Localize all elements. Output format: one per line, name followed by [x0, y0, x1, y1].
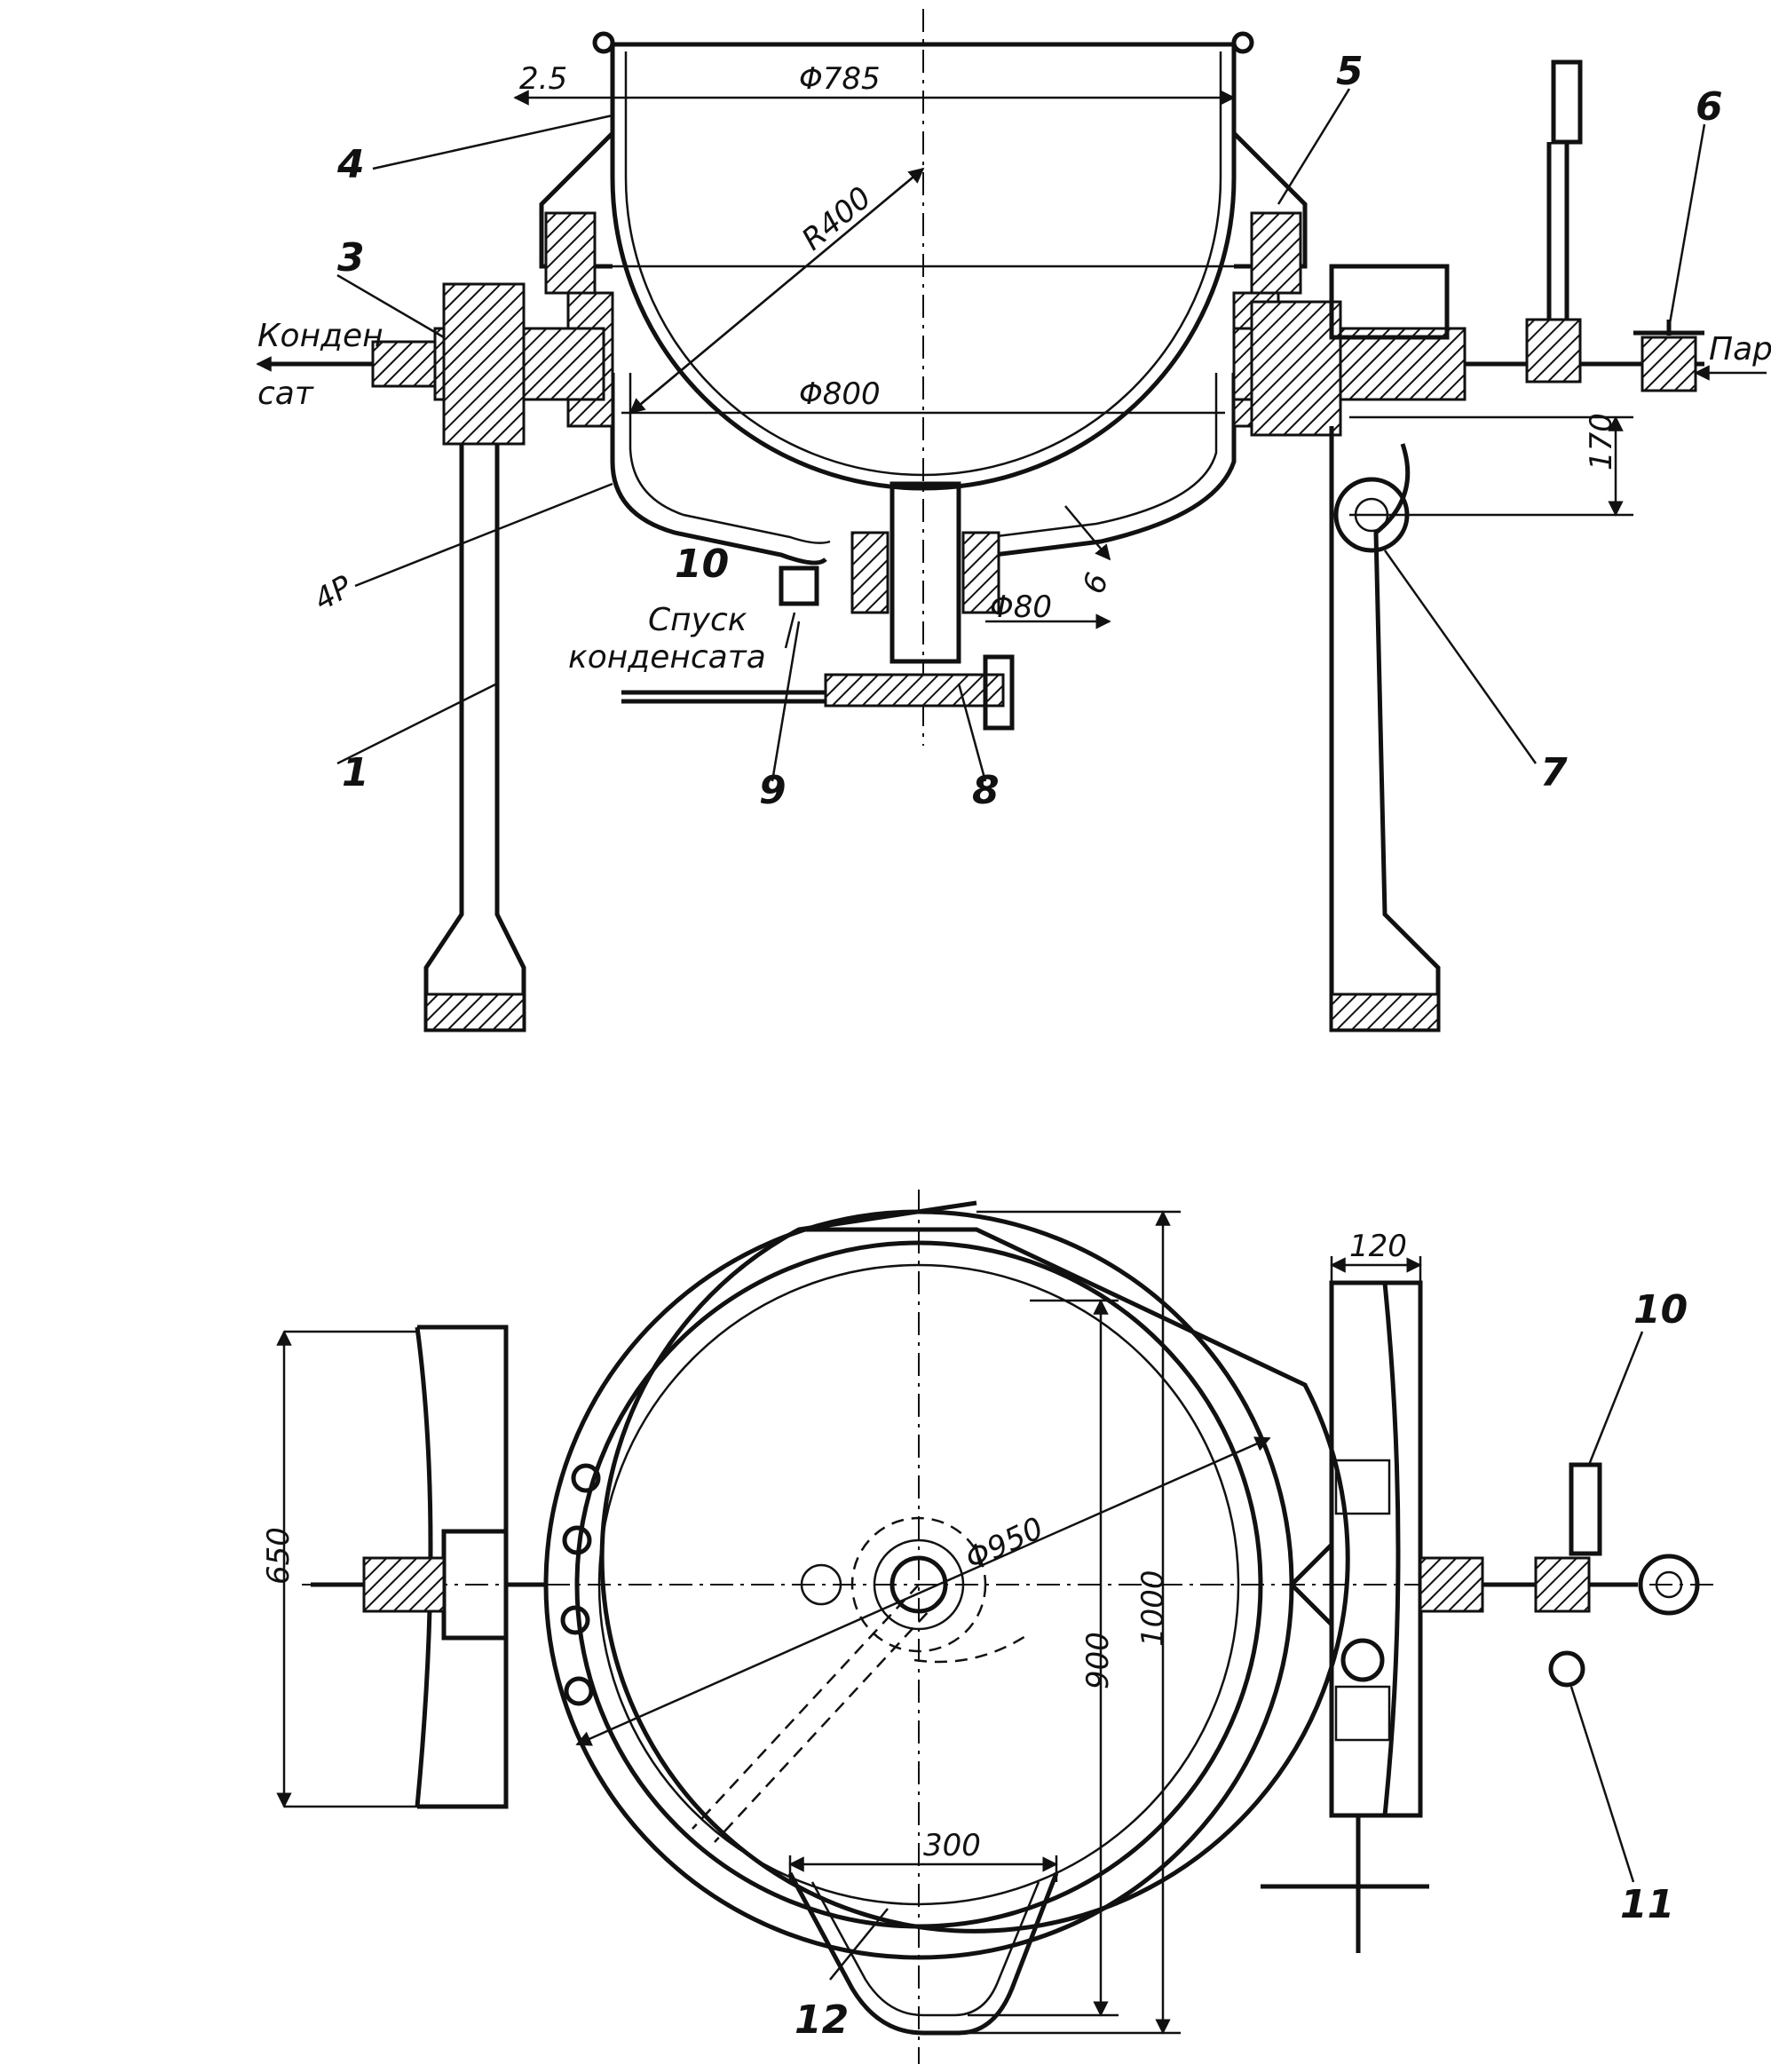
jacket-diameter-label: Φ800 — [799, 376, 881, 412]
callout-1: 1 — [342, 750, 369, 795]
callout-9: 9 — [759, 768, 787, 813]
callout-12: 12 — [795, 1997, 849, 2043]
steam-in-label: Пар — [1709, 331, 1771, 368]
callout-4: 4 — [336, 142, 365, 187]
handwheel-length-label: 650 — [261, 1527, 296, 1585]
front-dimension-lines — [256, 90, 1767, 629]
steam-jacket — [610, 373, 1237, 565]
condensate-out-label-line2: сат — [257, 376, 314, 412]
spout-width-label: 300 — [923, 1828, 981, 1863]
condensate-out-label-line1: Конден — [257, 318, 383, 354]
front-leader-lines — [336, 88, 1706, 782]
bracket-width-label: 120 — [1349, 1229, 1407, 1264]
top-view: 10 11 12 Φ950 650 120 300 900 1000 — [261, 1190, 1713, 2064]
front-callouts: 1 3 4 5 6 7 8 9 10 — [336, 49, 1723, 813]
callout-6: 6 — [1696, 84, 1723, 130]
kettle-bowl — [592, 31, 1254, 491]
top-callouts: 10 11 12 — [795, 1287, 1688, 2043]
wall-thickness-label: 2.5 — [519, 61, 567, 97]
outer-span-label: 1000 — [1135, 1570, 1171, 1647]
pressure-mark: 4P — [308, 568, 359, 618]
trunnion-shafts — [266, 264, 1704, 446]
axle-height-label: 170 — [1584, 413, 1619, 471]
drain-label-line2: конденсата — [568, 639, 766, 676]
callout-8: 8 — [972, 768, 1000, 813]
drain-label-line1: Спуск — [648, 602, 747, 638]
drain-diameter-label: Φ80 — [990, 589, 1052, 625]
top-dimension-lines — [276, 1210, 1422, 2035]
outer-diameter-label: Φ950 — [961, 1511, 1049, 1578]
callout-10-top: 10 — [1633, 1287, 1688, 1333]
left-handwheel — [311, 1325, 546, 1809]
jacket-gap-label: 6 — [1076, 568, 1116, 598]
right-bracket — [1261, 1280, 1429, 1953]
radius-label: R400 — [795, 180, 879, 258]
callout-11: 11 — [1620, 1882, 1674, 1927]
top-leader-lines — [829, 1331, 1644, 1981]
callout-3: 3 — [337, 235, 365, 281]
steam-valve-assembly — [1525, 59, 1704, 392]
inner-span-label: 900 — [1080, 1632, 1116, 1689]
drain-pipe — [621, 481, 1015, 731]
callout-10: 10 — [675, 542, 729, 587]
support-legs — [423, 426, 1441, 1032]
pouring-spout — [787, 1871, 1059, 2036]
callout-7: 7 — [1540, 750, 1568, 795]
callout-5: 5 — [1336, 49, 1364, 94]
front-view: 1 3 4 5 6 7 8 9 10 2.5 Φ785 R400 Φ800 Φ8… — [256, 9, 1771, 1032]
rim-diameter-label: Φ785 — [799, 61, 881, 97]
front-text-labels: Конден сат Пар Спуск конденсата — [257, 318, 1771, 676]
right-valve-assembly — [1419, 1462, 1700, 1688]
